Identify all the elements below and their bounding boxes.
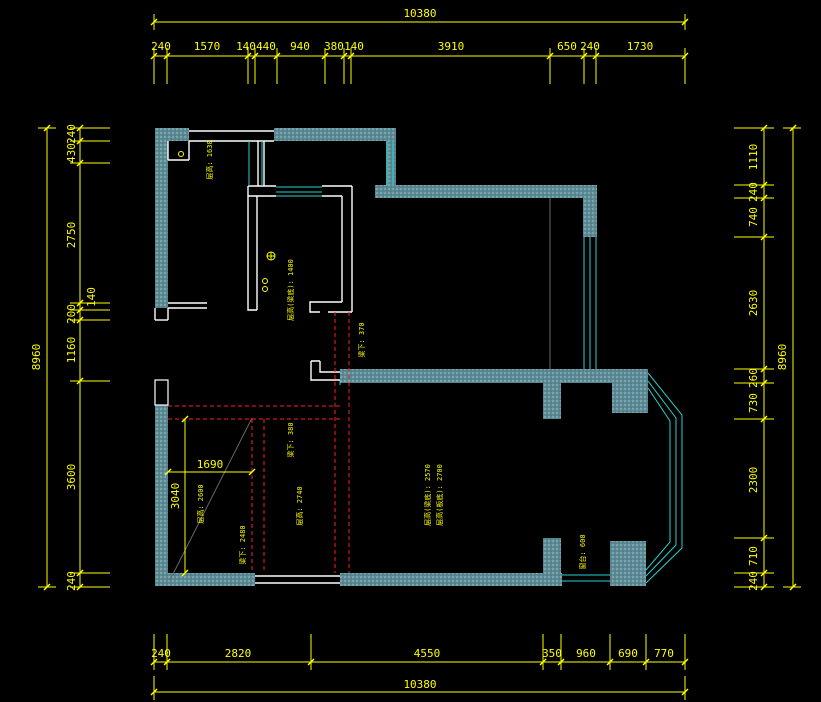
left-dim-2: 430	[65, 143, 78, 163]
wall-left-lower	[155, 405, 168, 585]
left-dim-7: 3600	[65, 464, 78, 491]
wall-stub-right	[386, 128, 396, 186]
top-dim-6: 380	[324, 40, 344, 53]
note-n6: 层高(板底): 2700	[435, 464, 444, 526]
fixtures	[178, 151, 276, 292]
note-n5: 梁下: 2480	[238, 525, 247, 564]
top-dim-5: 940	[290, 40, 310, 53]
bottom-dim-2: 2820	[225, 647, 252, 660]
wall-bottom-middle	[340, 573, 562, 586]
wall-top-middle	[274, 128, 396, 141]
right-dim-6: 730	[747, 393, 760, 413]
top-dim-3: 140	[236, 40, 256, 53]
left-dim-4: 140	[85, 287, 98, 307]
annotations: 层高: 1630 层高(梁底): 1400 梁下: 370 梁下: 380 层高…	[196, 140, 587, 569]
top-dim-2: 1570	[194, 40, 221, 53]
top-dim-7: 140	[344, 40, 364, 53]
top-dim-10: 240	[580, 40, 600, 53]
top-dimension-group: 10380 240 1570 140 440 940 380 140 3910 …	[150, 7, 689, 84]
left-dim-3: 2750	[65, 222, 78, 249]
right-dim-7: 2300	[747, 467, 760, 494]
right-dim-4: 2630	[747, 290, 760, 317]
drain-icon	[178, 151, 184, 157]
partitions	[154, 130, 353, 584]
note-n4: 层高: 2740	[295, 486, 304, 525]
right-dim-8: 710	[747, 546, 760, 566]
left-dim-1: 240	[65, 124, 78, 144]
note-n9: 层高(梁底): 1400	[286, 259, 295, 321]
top-dim-9: 650	[557, 40, 577, 53]
right-dim-2: 240	[747, 182, 760, 202]
inner-dim-1690: 1690	[197, 458, 224, 471]
left-total-dim: 8960	[30, 344, 43, 371]
bottom-dimension-group: 240 2820 4550 350 960 690 770 10380	[150, 634, 689, 700]
right-dim-3: 740	[747, 207, 760, 227]
wall-top-right	[375, 185, 597, 198]
right-dimension-group: 1110 240 740 2630 260 730 2300 710 240 8…	[734, 124, 801, 591]
inner-dim-3040: 3040	[169, 483, 182, 510]
top-total-dim: 10380	[403, 7, 436, 20]
left-dim-6: 1160	[65, 337, 78, 364]
right-total-dim: 8960	[776, 344, 789, 371]
column-right-lower	[610, 541, 646, 586]
note-n10: 层高: 1630	[205, 140, 214, 179]
left-dim-8: 240	[65, 571, 78, 591]
wall-middle-band	[340, 369, 648, 383]
top-dim-8: 3910	[438, 40, 465, 53]
stair-diagonal	[169, 417, 253, 581]
top-dim-1: 240	[151, 40, 171, 53]
windows	[248, 141, 683, 584]
wall-left-upper	[155, 128, 168, 308]
wall-right-upper	[583, 185, 597, 237]
wall-top-left	[155, 128, 189, 141]
note-n1: 梁下: 370	[357, 322, 366, 357]
note-n2: 梁下: 380	[286, 422, 295, 457]
bottom-total-dim: 10380	[403, 678, 436, 691]
note-n7: 层高(梁底): 2570	[423, 464, 432, 526]
bottom-dim-4: 350	[542, 647, 562, 660]
note-n8: 窗台: 600	[578, 534, 587, 569]
beam-lines	[168, 312, 350, 573]
right-dim-9: 240	[747, 571, 760, 591]
bottom-dim-5: 960	[576, 647, 596, 660]
left-dim-5: 200	[65, 304, 78, 324]
bottom-dim-6: 690	[618, 647, 638, 660]
bottom-dim-7: 770	[654, 647, 674, 660]
left-dimension-group: 8960 240 430 2750 140 200 1160 3600 240	[30, 124, 110, 591]
right-dim-5: 260	[747, 368, 760, 388]
note-n3: 层高: 2600	[196, 484, 205, 523]
pipe-icon-2	[262, 286, 268, 292]
column-bottom-middle	[543, 538, 561, 586]
bottom-dim-3: 4550	[414, 647, 441, 660]
column-right-upper	[612, 369, 648, 413]
pipe-icon-1	[262, 278, 268, 284]
walls	[155, 128, 648, 586]
bottom-dim-1: 240	[151, 647, 171, 660]
inner-dimensions: 1690 3040	[164, 415, 256, 577]
right-dim-1: 1110	[747, 144, 760, 171]
top-dim-4: 440	[256, 40, 276, 53]
top-dim-11: 1730	[627, 40, 654, 53]
column-middle	[543, 369, 561, 419]
wall-bottom-left	[155, 573, 255, 586]
